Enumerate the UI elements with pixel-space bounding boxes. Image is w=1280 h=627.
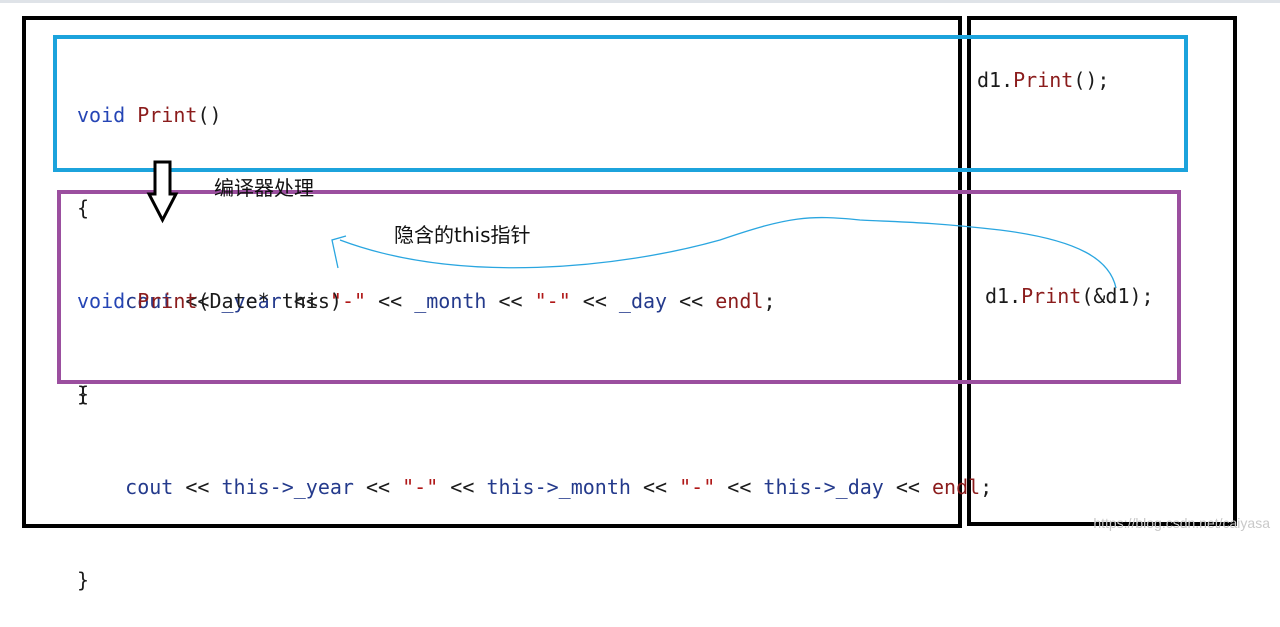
compiled-code-box bbox=[57, 190, 1181, 384]
code-line-close-brace: } bbox=[77, 568, 90, 592]
original-code-block: void Print() { cout << _year << "-" << _… bbox=[77, 38, 775, 441]
code-line-open-brace: { bbox=[77, 382, 90, 406]
code-line-body: cout << _year << "-" << _month << "-" <<… bbox=[125, 289, 776, 313]
down-arrow-icon bbox=[146, 160, 179, 224]
code-line-open-brace: { bbox=[77, 196, 90, 220]
compiled-code-block: void Print(Date* this) { cout << this->_… bbox=[77, 224, 992, 627]
implicit-this-curve bbox=[339, 216, 1117, 289]
original-code-box bbox=[53, 35, 1188, 172]
annotation-arrows bbox=[146, 160, 1117, 289]
call-before: d1.Print(); bbox=[977, 68, 1110, 92]
curve-arrowhead-icon bbox=[331, 235, 347, 269]
compiler-processing-label: 编译器处理 bbox=[214, 176, 314, 200]
watermark: https://blog.csdn.net/caiyasa bbox=[1093, 515, 1270, 531]
code-line-body: cout << this->_year << "-" << this->_mon… bbox=[125, 475, 993, 499]
call-after: d1.Print(&d1); bbox=[985, 284, 1154, 308]
code-line-signature: void Print(Date* this) bbox=[77, 289, 342, 313]
code-line-close-brace: } bbox=[77, 382, 90, 406]
code-line-signature: void Print() bbox=[77, 103, 222, 127]
implicit-this-label: 隐含的this指针 bbox=[394, 223, 531, 247]
left-frame bbox=[22, 16, 962, 528]
right-frame bbox=[967, 16, 1237, 526]
top-border bbox=[0, 0, 1280, 3]
